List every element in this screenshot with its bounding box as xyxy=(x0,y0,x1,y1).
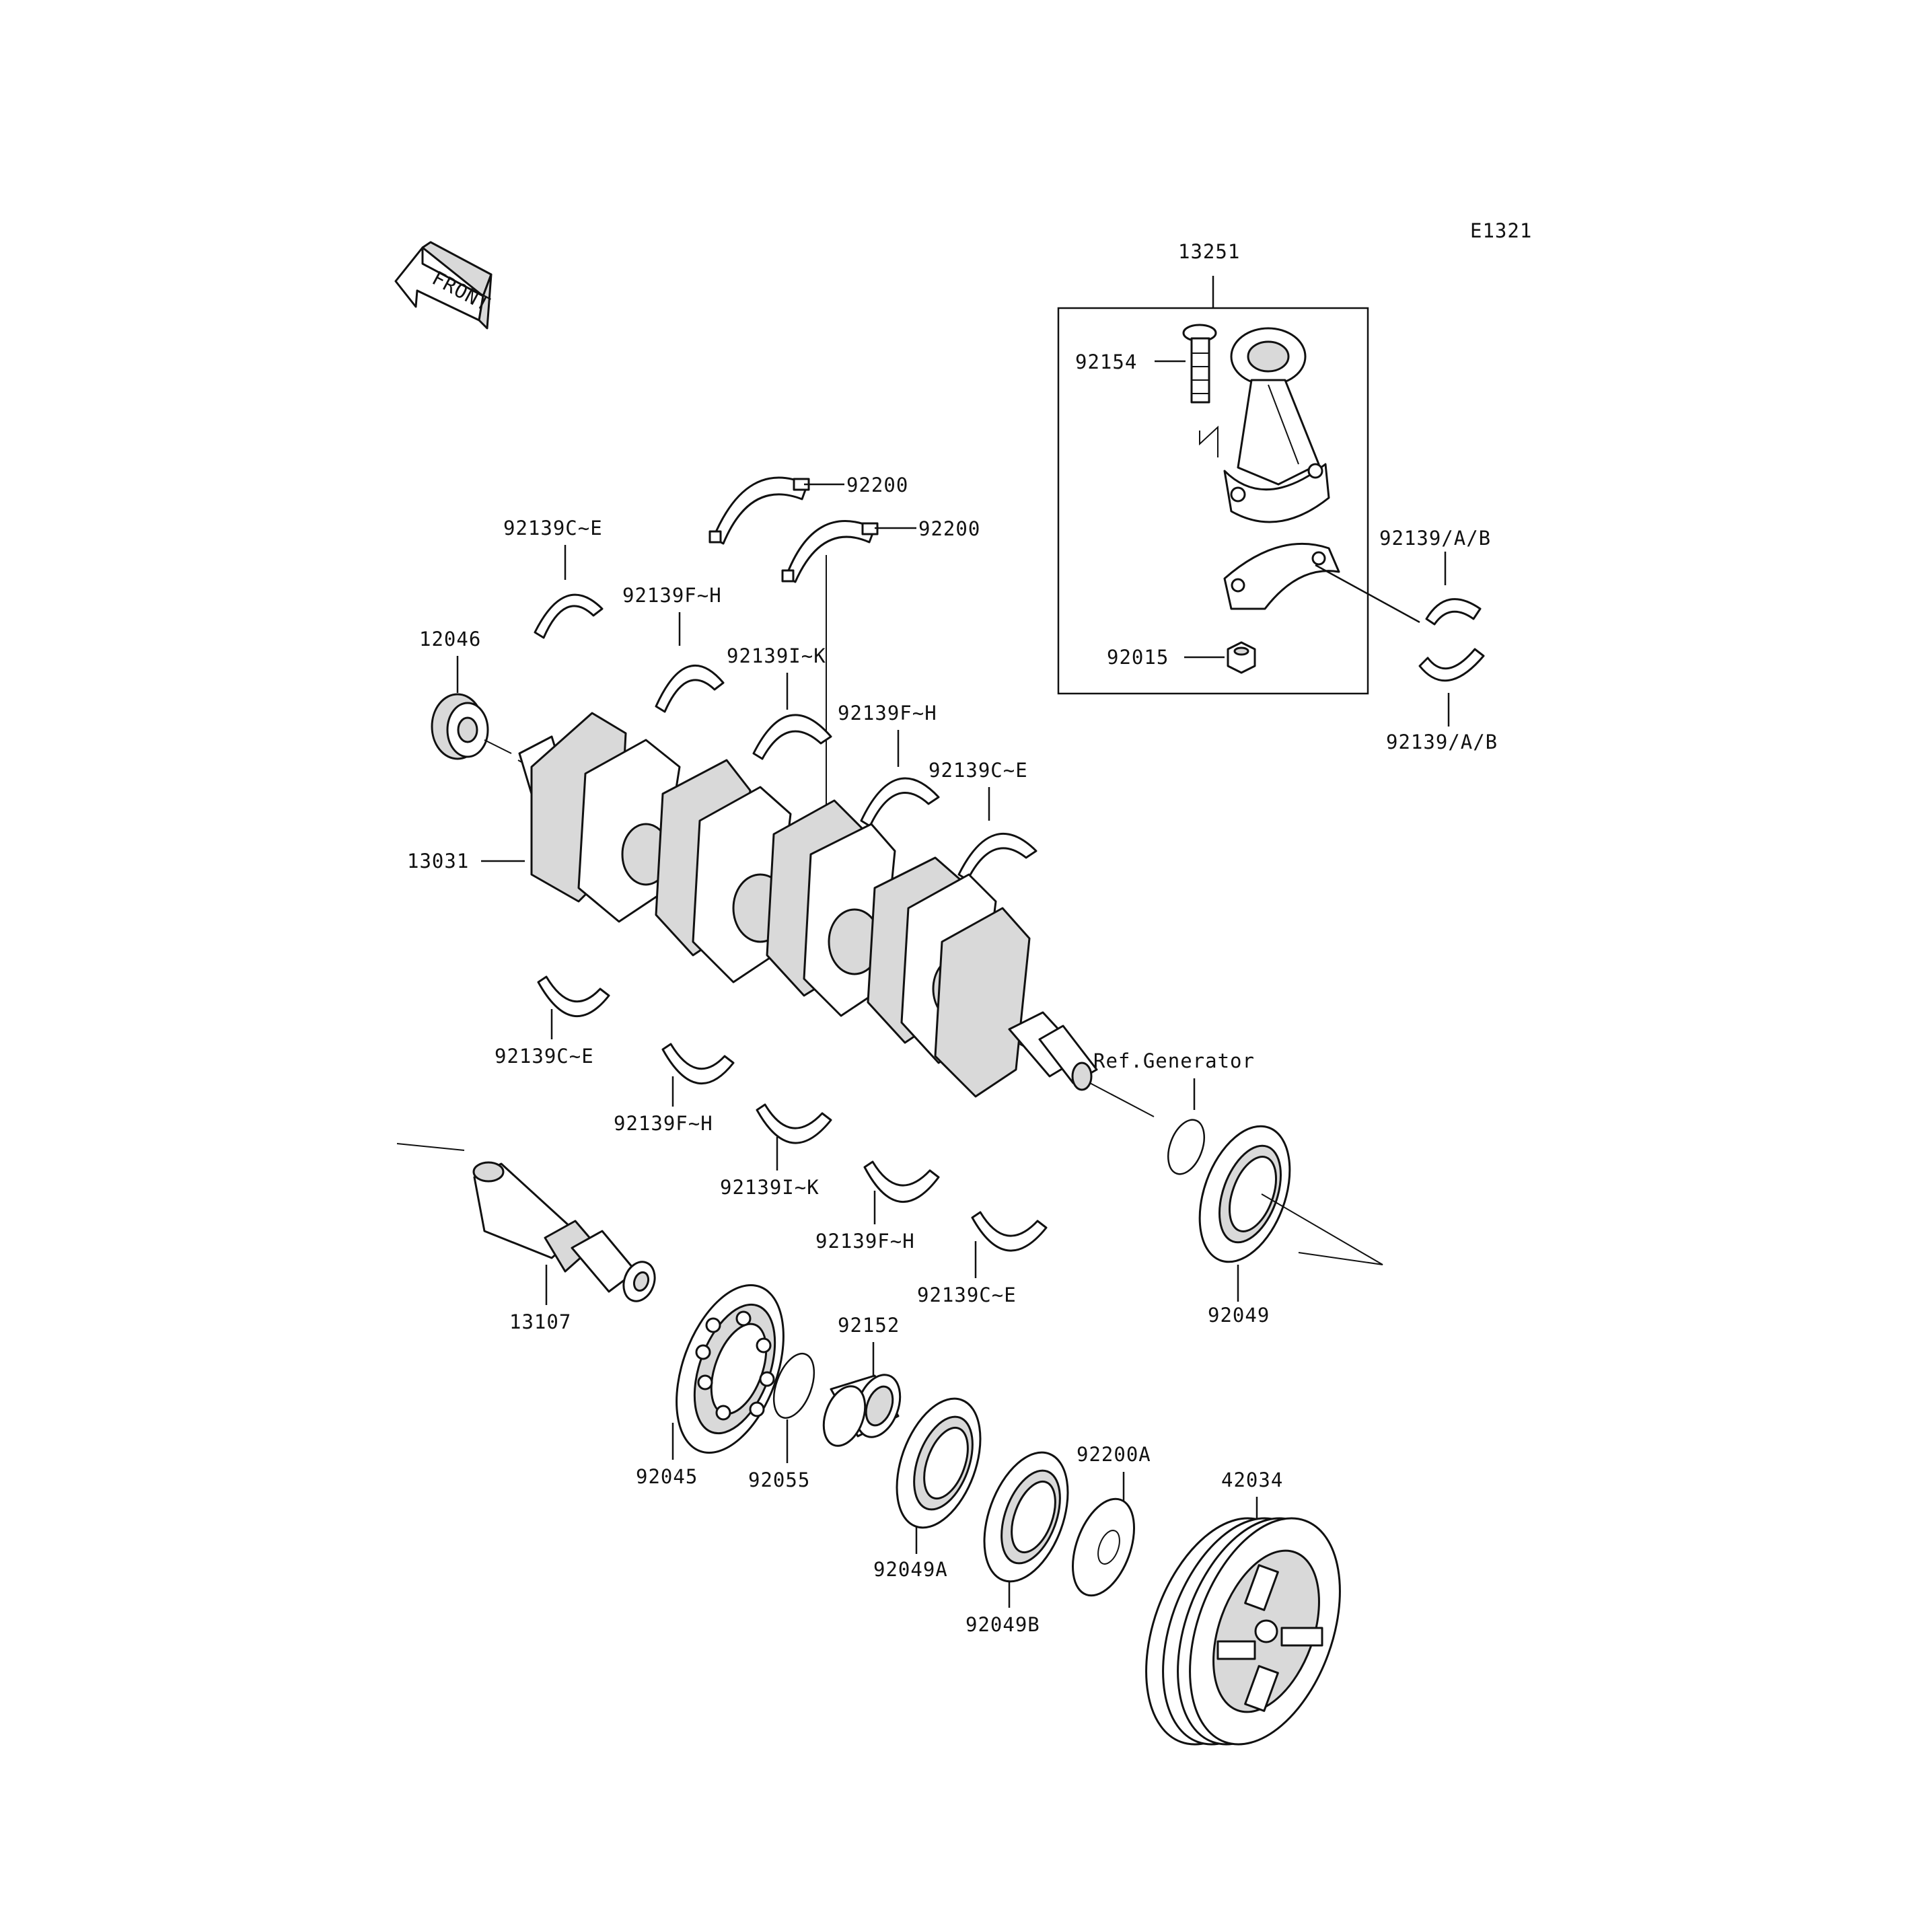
label-92139ce-3[interactable]: 92139C~E xyxy=(495,1045,594,1068)
o-ring-92055-icon[interactable] xyxy=(766,1348,822,1423)
generator-o-ring-icon[interactable] xyxy=(1161,1115,1211,1179)
label-13251[interactable]: 13251 xyxy=(1178,240,1240,263)
output-shaft-icon[interactable] xyxy=(472,1161,660,1306)
label-92139fh-2[interactable]: 92139F~H xyxy=(838,702,937,724)
label-92139ik-1[interactable]: 92139I~K xyxy=(727,644,826,667)
main-bearing-upper-icon-5[interactable] xyxy=(957,833,1038,881)
label-92139fh-1[interactable]: 92139F~H xyxy=(622,584,722,607)
oil-seal-92049-icon[interactable] xyxy=(1183,1114,1307,1274)
label-92015[interactable]: 92015 xyxy=(1107,646,1169,669)
label-13107[interactable]: 13107 xyxy=(509,1310,571,1333)
main-bearing-lower-icon-2[interactable] xyxy=(661,1043,735,1085)
main-bearing-upper-icon-2[interactable] xyxy=(655,664,725,713)
main-bearing-upper-icon-3[interactable] xyxy=(752,714,832,760)
thrust-washer-icon-a[interactable] xyxy=(708,476,810,545)
label-92049[interactable]: 92049 xyxy=(1208,1304,1270,1327)
label-92139fh-3[interactable]: 92139F~H xyxy=(614,1112,713,1135)
rod-bearing-upper-icon[interactable] xyxy=(1425,598,1482,626)
label-92139ab-bottom[interactable]: 92139/A/B xyxy=(1386,731,1498,753)
ball-bearing-icon[interactable] xyxy=(656,1271,804,1467)
connecting-rod-icon[interactable] xyxy=(1223,327,1330,523)
con-rod-nut-icon[interactable] xyxy=(1227,641,1256,674)
label-92154[interactable]: 92154 xyxy=(1075,350,1137,373)
front-arrow-icon: FRONT xyxy=(394,241,494,330)
main-bearing-lower-icon-3[interactable] xyxy=(756,1103,832,1144)
collar-92152-icon[interactable] xyxy=(816,1369,908,1452)
label-92139fh-4[interactable]: 92139F~H xyxy=(815,1230,915,1253)
coupling-42034-icon[interactable] xyxy=(1118,1497,1369,1764)
label-92200-b[interactable]: 92200 xyxy=(918,517,980,540)
main-bearing-lower-icon-1[interactable] xyxy=(537,975,610,1018)
label-13031[interactable]: 13031 xyxy=(407,850,469,872)
washer-92200a-icon[interactable] xyxy=(1061,1491,1146,1604)
label-92139ab-top[interactable]: 92139/A/B xyxy=(1379,527,1491,550)
label-42034[interactable]: 42034 xyxy=(1221,1469,1283,1491)
label-92200a[interactable]: 92200A xyxy=(1077,1443,1151,1466)
label-92139ik-2[interactable]: 92139I~K xyxy=(720,1176,820,1199)
oil-seal-92049a-icon[interactable] xyxy=(881,1387,996,1539)
main-bearing-upper-icon-4[interactable] xyxy=(860,777,940,827)
diagram-code: E1321 xyxy=(1470,219,1532,242)
con-rod-assembly-box: 13251 92154 xyxy=(1057,240,1420,695)
label-92200-a[interactable]: 92200 xyxy=(846,474,908,496)
label-92139ce-4[interactable]: 92139C~E xyxy=(917,1284,1017,1306)
label-92049a[interactable]: 92049A xyxy=(873,1558,948,1581)
main-bearing-lower-icon-5[interactable] xyxy=(971,1211,1048,1252)
main-bearing-upper-icon-1[interactable] xyxy=(534,593,604,639)
con-rod-bolt-icon[interactable] xyxy=(1182,324,1217,404)
label-92139ce-2[interactable]: 92139C~E xyxy=(929,759,1028,782)
thrust-washer-icon-b[interactable] xyxy=(781,520,879,583)
label-92049b[interactable]: 92049B xyxy=(966,1613,1040,1636)
crank-gear-icon[interactable] xyxy=(431,693,489,760)
ref-generator-label[interactable]: Ref.Generator xyxy=(1093,1049,1255,1072)
label-12046[interactable]: 12046 xyxy=(419,628,481,651)
oil-seal-92049b-icon[interactable] xyxy=(968,1441,1084,1593)
label-92152[interactable]: 92152 xyxy=(838,1314,900,1337)
label-92139ce-1[interactable]: 92139C~E xyxy=(503,517,603,540)
rod-cap-icon[interactable] xyxy=(1223,542,1340,610)
label-92045[interactable]: 92045 xyxy=(636,1465,698,1488)
rod-bearing-lower-icon[interactable] xyxy=(1418,648,1485,682)
main-bearing-lower-icon-4[interactable] xyxy=(863,1160,940,1203)
label-92055[interactable]: 92055 xyxy=(748,1469,810,1491)
crankshaft-icon[interactable] xyxy=(517,712,1098,1098)
